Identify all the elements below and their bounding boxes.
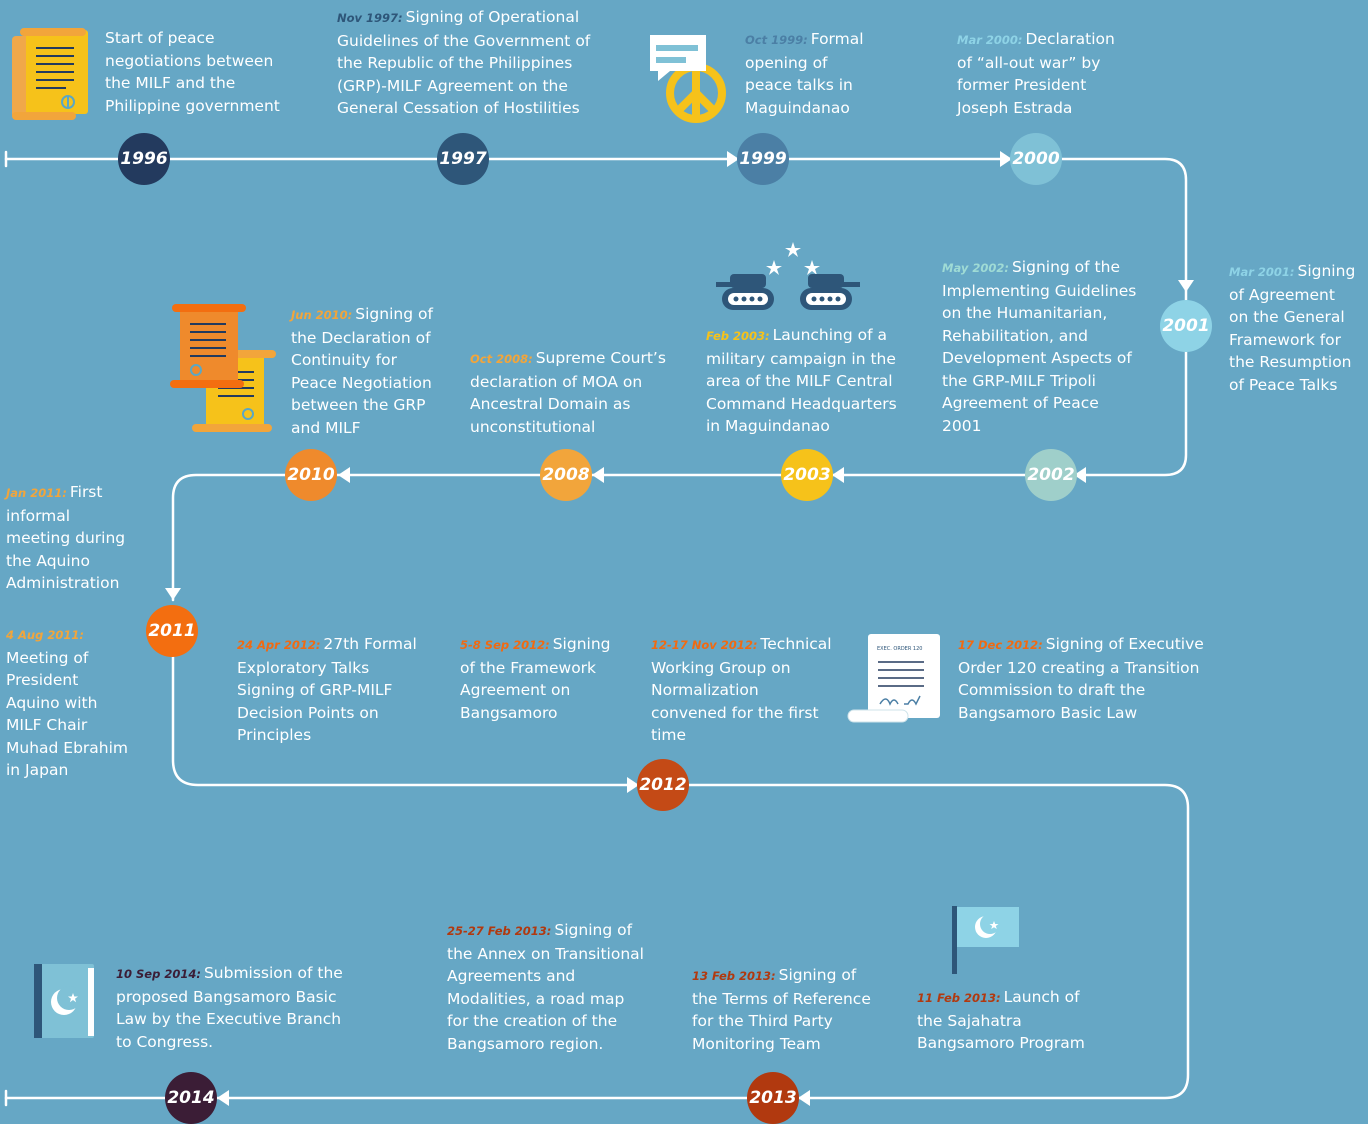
event-text: Start of peace negotiations between the … (105, 29, 280, 115)
year-node-2010: 2010 (285, 449, 337, 501)
event-2012-sep: 5-8 Sep 2012:Signing of the Framework Ag… (460, 633, 620, 724)
event-text: Signing of Executive Order 120 creating … (958, 635, 1204, 722)
event-2011-aug: 4 Aug 2011: Meeting of President Aquino w… (6, 624, 136, 782)
event-text: Launch of the Sajahatra Bangsamoro Progr… (917, 988, 1085, 1052)
event-2001: Mar 2001:Signing of Agreement on the Gen… (1229, 260, 1359, 396)
event-text: Launching of a military campaign in the … (706, 326, 897, 435)
event-date: Jun 2010: (291, 308, 353, 322)
event-date: Mar 2001: (1229, 265, 1295, 279)
event-date: Jan 2011: (6, 486, 67, 500)
year-node-2011: 2011 (146, 605, 198, 657)
peace-sign-icon (650, 35, 726, 123)
event-text: Declaration of “all-out war” by former P… (957, 30, 1115, 117)
book-icon (34, 964, 94, 1038)
event-text: Signing of the Terms of Reference for th… (692, 966, 871, 1053)
event-2013-feb-13: 13 Feb 2013:Signing of the Terms of Refe… (692, 964, 882, 1055)
event-2012-nov: 12-17 Nov 2012:Technical Working Group o… (651, 633, 836, 747)
event-date: 5-8 Sep 2012: (460, 638, 550, 652)
event-date: Nov 1997: (337, 11, 403, 25)
year-node-2000: 2000 (1010, 133, 1062, 185)
year-node-2008: 2008 (540, 449, 592, 501)
event-2012-apr: 24 Apr 2012:27th Formal Exploratory Talk… (237, 633, 422, 747)
event-date: 11 Feb 2013: (917, 991, 1001, 1005)
year-node-1996: 1996 (118, 133, 170, 185)
event-text: Signing of the Declaration of Continuity… (291, 305, 433, 437)
event-date: 24 Apr 2012: (237, 638, 321, 652)
year-node-1999: 1999 (737, 133, 789, 185)
event-text: Signing of Operational Guidelines of the… (337, 8, 591, 117)
event-date: 4 Aug 2011: (6, 628, 84, 642)
event-1996: Start of peace negotiations between the … (105, 27, 290, 117)
event-date: 17 Dec 2012: (958, 638, 1043, 652)
event-1997: Nov 1997:Signing of Operational Guidelin… (337, 6, 597, 120)
event-2003: Feb 2003:Launching of a military campaig… (706, 324, 906, 438)
event-date: Oct 2008: (470, 352, 533, 366)
year-node-1997: 1997 (437, 133, 489, 185)
year-node-2012: 2012 (637, 759, 689, 811)
order-label: EXEC. ORDER 120 (877, 646, 922, 652)
year-node-2001: 2001 (1160, 300, 1212, 352)
event-text: 27th Formal Exploratory Talks Signing of… (237, 635, 417, 744)
event-text: Signing of the Implementing Guidelines o… (942, 258, 1137, 435)
event-text: Signing of the Annex on Transitional Agr… (447, 921, 644, 1053)
event-2002: May 2002:Signing of the Implementing Gui… (942, 256, 1142, 437)
year-node-2014: 2014 (165, 1072, 217, 1124)
event-date: Feb 2003: (706, 329, 770, 343)
event-2008: Oct 2008:Supreme Court’s declaration of … (470, 347, 675, 438)
event-date: Oct 1999: (745, 33, 808, 47)
event-date: May 2002: (942, 261, 1009, 275)
event-text: Signing of the Framework Agreement on Ba… (460, 635, 611, 722)
event-date: 13 Feb 2013: (692, 969, 776, 983)
event-2013-feb-25: 25-27 Feb 2013:Signing of the Annex on T… (447, 919, 647, 1055)
flag-icon (952, 906, 1019, 974)
event-text: Signing of Agreement on the General Fram… (1229, 262, 1356, 394)
scroll-icon (12, 28, 88, 120)
event-date: 10 Sep 2014: (116, 967, 201, 981)
event-text: Supreme Court’s declaration of MOA on An… (470, 349, 666, 436)
event-2010: Jun 2010:Signing of the Declaration of C… (291, 303, 441, 439)
event-text: Submission of the proposed Bangsamoro Ba… (116, 964, 343, 1051)
executive-order-icon: EXEC. ORDER 120 (847, 634, 940, 723)
event-2011-jan: Jan 2011:First informal meeting during t… (6, 481, 131, 595)
event-text: Meeting of President Aquino with MILF Ch… (6, 648, 129, 780)
event-text: Technical Working Group on Normalization… (651, 635, 832, 744)
year-node-2013: 2013 (747, 1072, 799, 1124)
tanks-icon (716, 242, 860, 310)
event-2013-feb-11: 11 Feb 2013:Launch of the Sajahatra Bang… (917, 986, 1097, 1055)
event-text: Formal opening of peace talks in Maguind… (745, 30, 864, 117)
documents-icon (170, 304, 276, 432)
event-1999: Oct 1999:Formal opening of peace talks i… (745, 28, 875, 119)
event-2012-dec: 17 Dec 2012:Signing of Executive Order 1… (958, 633, 1208, 724)
event-date: 25-27 Feb 2013: (447, 924, 552, 938)
event-date: 12-17 Nov 2012: (651, 638, 758, 652)
event-2000: Mar 2000:Declaration of “all-out war” by… (957, 28, 1127, 119)
event-2014: 10 Sep 2014:Submission of the proposed B… (116, 962, 346, 1053)
event-date: Mar 2000: (957, 33, 1023, 47)
year-node-2002: 2002 (1025, 449, 1077, 501)
year-node-2003: 2003 (781, 449, 833, 501)
event-text: First informal meeting during the Aquino… (6, 483, 126, 592)
